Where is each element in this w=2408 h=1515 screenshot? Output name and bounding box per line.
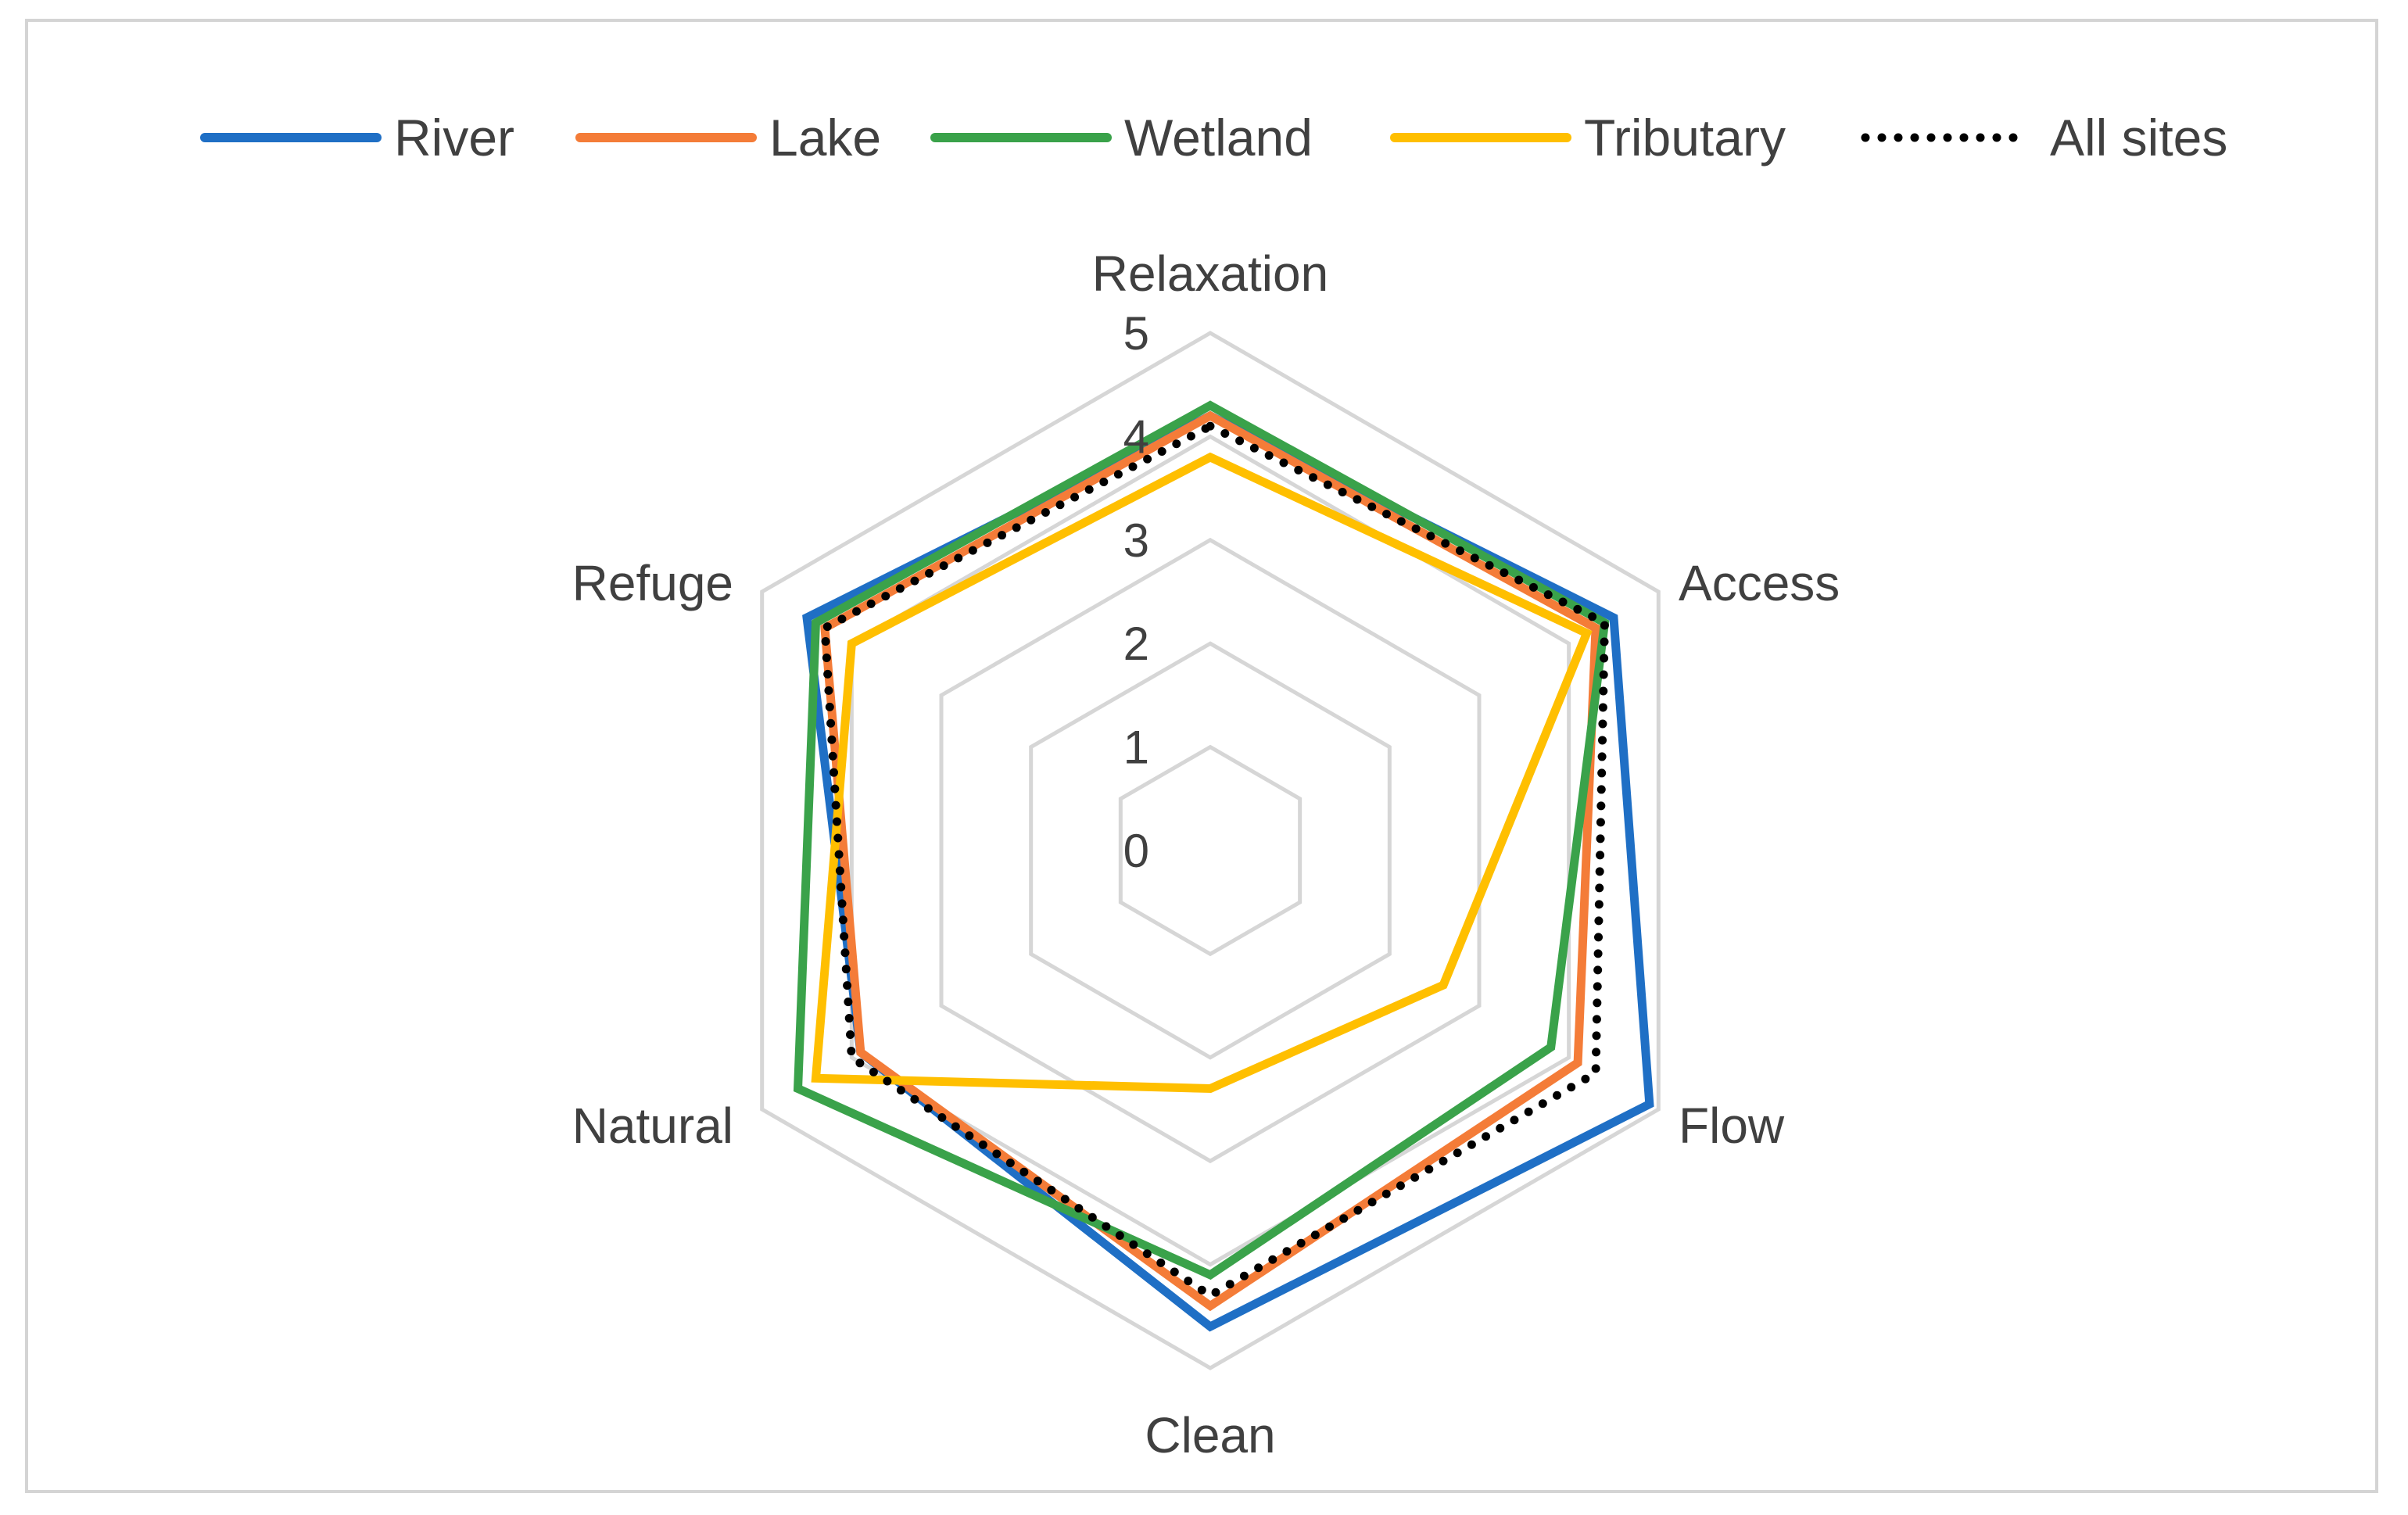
legend: River Lake Wetland Tributary All sites [200,109,2227,167]
grid-ring-3 [939,537,1482,1164]
axis-label-clean: Clean [1145,1407,1275,1463]
tick-labels: 0 1 2 3 4 5 [1123,307,1149,877]
tick-label-1: 1 [1123,722,1149,774]
tick-label-3: 3 [1123,514,1149,567]
radar-grid [760,331,1661,1370]
legend-label-river: River [394,109,514,167]
series-tributary [811,452,1593,1094]
grid-ring-2 [1029,641,1392,1060]
tick-label-0: 0 [1123,825,1149,877]
legend-label-tributary: Tributary [1584,109,1786,167]
tick-label-2: 2 [1123,618,1149,670]
grid-ring-1 [1118,744,1303,957]
series-all-sites [820,421,1610,1301]
legend-label-wetland: Wetland [1124,109,1313,167]
axis-label-relaxation: Relaxation [1092,245,1328,302]
chart-frame [25,19,2378,1493]
series-river [802,410,1654,1332]
radar-series [793,400,1654,1332]
tick-label-4: 4 [1123,410,1149,463]
grid-ring-5 [760,331,1661,1370]
tick-label-5: 5 [1123,307,1149,360]
axis-label-natural: Natural [572,1098,733,1154]
legend-label-lake: Lake [769,109,881,167]
axis-label-flow: Flow [1679,1098,1785,1154]
series-wetland [793,400,1610,1280]
axis-label-refuge: Refuge [572,555,733,611]
legend-label-all-sites: All sites [2050,109,2227,167]
axis-label-access: Access [1679,555,1840,611]
